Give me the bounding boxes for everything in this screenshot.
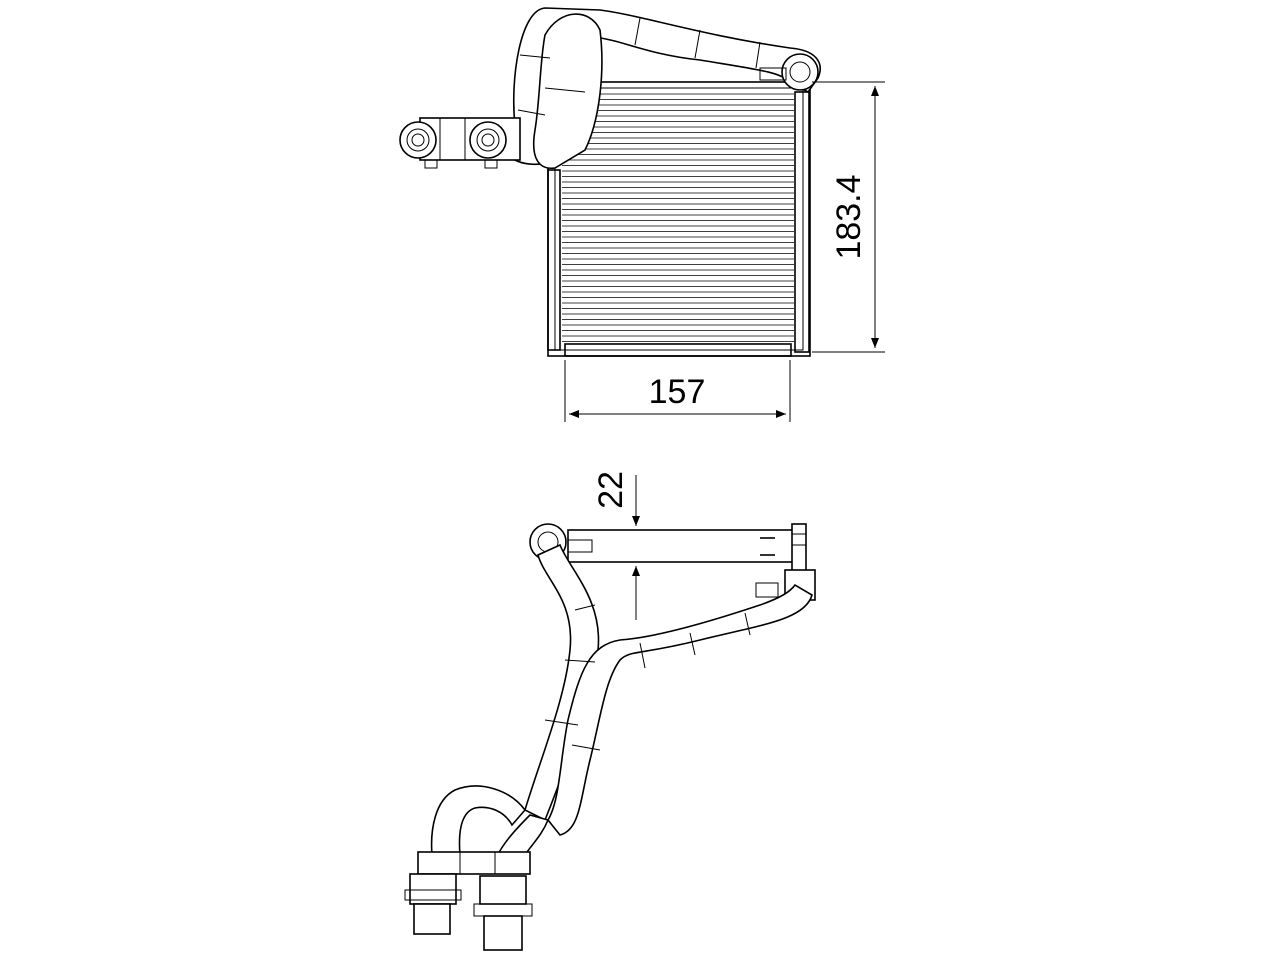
outlet-port (469, 121, 507, 159)
bottom-connectors (404, 851, 533, 951)
right-elbow (781, 53, 819, 91)
depth-dimension-label: 22 (592, 471, 630, 509)
height-dimension-label: 183.4 (830, 174, 868, 259)
core-fins (562, 93, 794, 342)
inlet-port (399, 121, 437, 159)
left-tank (547, 169, 561, 351)
top-pipe-inner (533, 13, 603, 169)
side-view: 22 (404, 471, 816, 951)
right-tank (794, 91, 810, 353)
outlet-connector (479, 875, 527, 905)
left-connectors (399, 117, 521, 169)
core-side (567, 529, 801, 563)
right-fitting (791, 523, 807, 573)
width-dimension-label: 157 (649, 373, 706, 411)
front-view: 183.4 157 (399, 7, 885, 422)
